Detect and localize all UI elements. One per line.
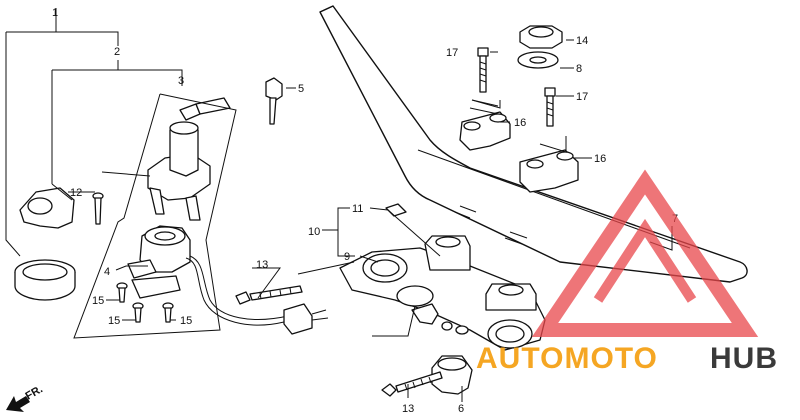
front-label: FR.: [24, 383, 45, 402]
callout-15-b: 15: [108, 315, 120, 327]
callout-15-a: 15: [92, 295, 104, 307]
callout-17-rear: 17: [446, 47, 458, 59]
callout-10: 10: [308, 226, 320, 238]
watermark-text-left: AUTOMOTO: [476, 342, 658, 375]
wire-harness: [185, 255, 329, 335]
callout-13-middle: 13: [256, 259, 268, 271]
callout-3: 3: [178, 75, 184, 87]
washer-8: [517, 51, 559, 69]
bracket-12: [19, 187, 75, 229]
callout-6: 6: [458, 403, 464, 415]
callout-12: 12: [70, 187, 82, 199]
callout-4: 4: [104, 266, 110, 278]
key-5: [265, 77, 283, 125]
callout-8: 8: [576, 63, 582, 75]
callout-13-lower: 13: [402, 403, 414, 415]
watermark-text-right: HUB: [710, 342, 778, 375]
bolt-17-rear: [477, 47, 489, 93]
callout-1: 1: [52, 7, 58, 19]
screw-12: [92, 192, 104, 225]
callout-15-c: 15: [180, 315, 192, 327]
callout-16-rear: 16: [514, 117, 526, 129]
upper-holder-rear: [459, 99, 511, 151]
leader-lines: [5, 8, 673, 402]
switch-body: [127, 225, 191, 299]
screw-15-b: [132, 302, 144, 323]
screw-15-c: [162, 302, 174, 323]
callout-9: 9: [344, 251, 350, 263]
switch-cover: [147, 97, 231, 221]
front-direction-marker: FR.: [6, 383, 45, 412]
top-bridge: [339, 235, 546, 351]
callout-14: 14: [576, 35, 588, 47]
upper-holder-front: [519, 149, 579, 193]
callout-16-front: 16: [594, 153, 606, 165]
plate-11: [385, 203, 407, 217]
lower-holder-6: [431, 355, 473, 395]
callout-5: 5: [298, 83, 304, 95]
callout-2: 2: [114, 46, 120, 58]
screw-15-a: [116, 282, 128, 303]
arrow-icon: [6, 396, 30, 412]
cap: [14, 259, 76, 301]
callout-11: 11: [352, 203, 363, 215]
callout-17-front: 17: [576, 91, 588, 103]
watermark: AUTOMOTO HUB: [476, 169, 778, 375]
nut-14: [519, 25, 563, 49]
bolt-17-front: [544, 87, 556, 127]
bolt-13-middle: [235, 285, 303, 305]
watermark-logo-icon: [531, 169, 759, 337]
